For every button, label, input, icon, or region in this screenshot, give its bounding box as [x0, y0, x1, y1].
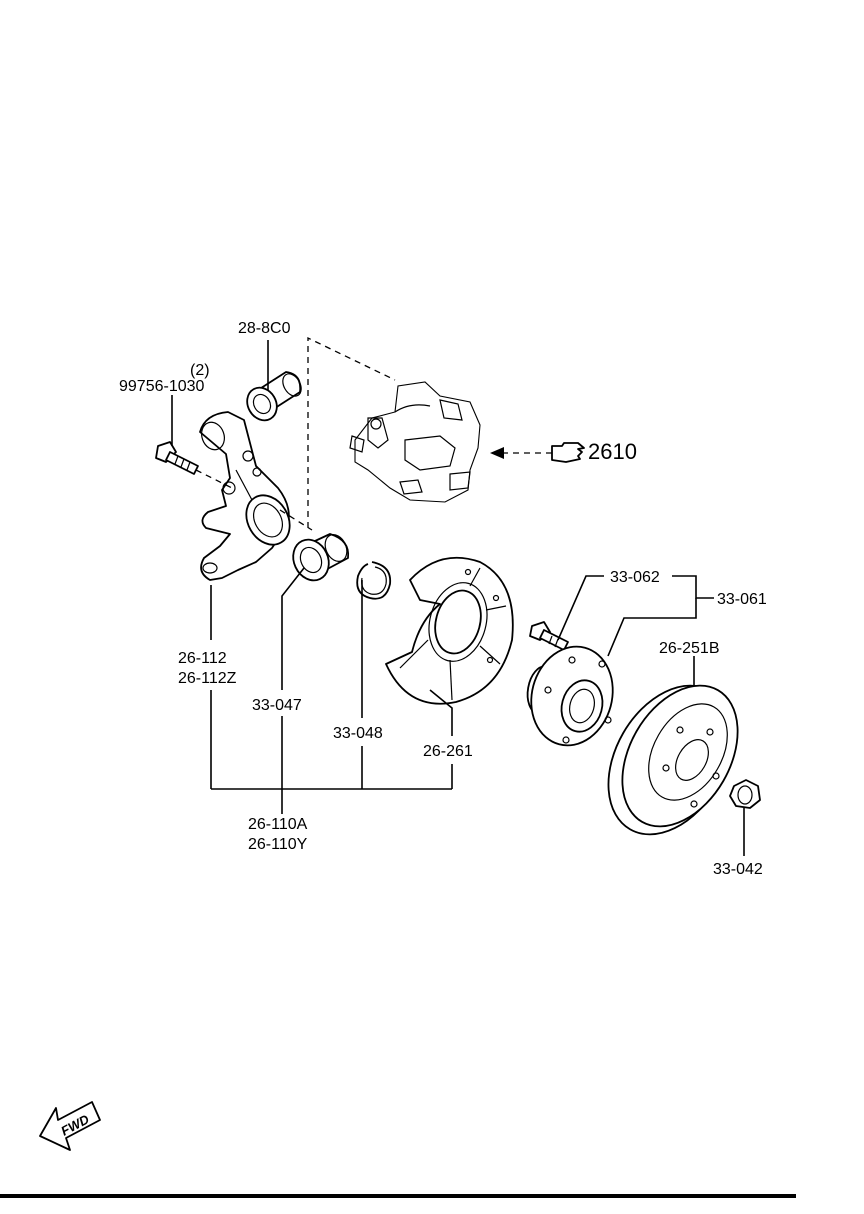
label-dust-shield: 26-261: [423, 743, 473, 760]
label-hub-bolt: 33-062: [610, 569, 660, 586]
brake-caliper-phantom: [349, 381, 481, 503]
label-knuckle-b: 26-112Z: [178, 670, 237, 687]
label-bolt: 99756-1030: [119, 378, 205, 395]
label-caliper-reference: 2610: [588, 439, 637, 464]
label-assembly-b: 26-110Y: [248, 836, 308, 853]
label-lock-nut: 33-042: [713, 861, 763, 878]
mounting-bolt: [155, 441, 199, 475]
label-disc: 26-251B: [659, 640, 720, 657]
part-labels: 28-8C0 (2) 99756-1030 2610 26-112 26-112…: [119, 320, 767, 878]
label-bolt-quantity: (2): [190, 362, 210, 379]
lock-nut: [729, 779, 761, 809]
forward-arrow-icon: [39, 1101, 101, 1151]
snap-ring: [356, 561, 392, 600]
steering-knuckle: [199, 411, 291, 581]
label-knuckle-a: 26-112: [178, 650, 227, 667]
brake-disc: [607, 684, 739, 836]
label-bearing: 33-047: [252, 697, 302, 714]
label-snap-ring: 33-048: [333, 725, 383, 742]
leader-lines: [171, 340, 745, 856]
label-assembly-a: 26-110A: [248, 816, 308, 833]
alignment-dashed-lines: [195, 336, 396, 531]
forward-direction-badge: FWD: [39, 1101, 101, 1151]
pointing-hand-icon: [551, 442, 585, 463]
caliper-reference-pointer: [490, 442, 585, 463]
caliper-bushing: [246, 371, 302, 422]
hub-bolt: [529, 621, 569, 651]
dust-shield: [385, 556, 514, 705]
label-hub-assembly: 33-061: [717, 591, 767, 608]
wheel-hub: [526, 645, 614, 747]
label-caliper-bracket: 28-8C0: [238, 320, 291, 337]
